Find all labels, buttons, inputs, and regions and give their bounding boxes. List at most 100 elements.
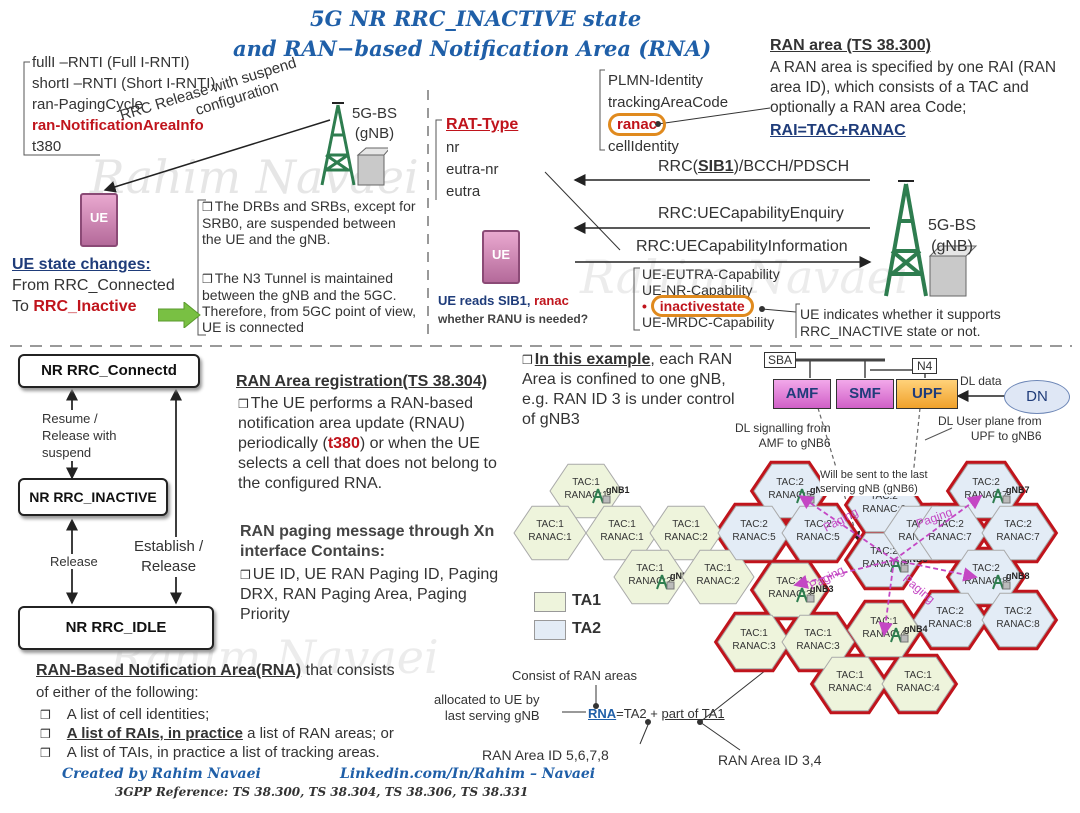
cap-field: UE-MRDC-Capability [642, 314, 775, 330]
gnb-label: gNB2 [670, 571, 694, 581]
hex-cell-ranac: RANAC:8 [996, 619, 1040, 630]
gnb-tower-icon [796, 587, 808, 603]
sib1-field: cellIdentity [608, 138, 679, 155]
rna-formula-eq: =TA2 + [616, 706, 662, 721]
dl-data-label: DL data [960, 374, 1002, 388]
hex-cell-tac: TAC:2 [936, 606, 964, 617]
dn-node: DN [1004, 380, 1070, 414]
footer-reference: 3GPP Reference: TS 38.300, TS 38.304, TS… [115, 785, 529, 799]
rna-consist-label: Consist of RAN areas [512, 668, 637, 683]
suspend-param: ran-PagingCycle [32, 96, 143, 113]
dn-label: DN [1026, 388, 1048, 405]
msg-sib1-prefix: RRC( [658, 158, 698, 175]
hex-cell-ranac: RANAC:1 [600, 532, 644, 543]
example-text: ❒In this example, each RAN Area is confi… [522, 351, 735, 428]
gnb-label: gNB4 [904, 624, 928, 634]
hex-cell-ranac: RANAC:1 [564, 490, 608, 501]
suspend-param: shortI –RNTI (Short I-RNTI) [32, 75, 216, 92]
gnb-label: gNB7 [1006, 485, 1030, 495]
legend-ta1-label: TA1 [572, 592, 602, 609]
hex-cell-shape [981, 505, 1055, 561]
sib1-field-ranac: ranac [608, 113, 728, 136]
hex-cell-ranac: RANAC:7 [996, 532, 1040, 543]
hex-cell-shape [613, 549, 687, 605]
rat-type-item: eutra [446, 183, 481, 200]
hex-cell-tac: TAC:2 [870, 491, 898, 502]
rna-ids-right: RAN Area ID 3,4 [718, 752, 822, 768]
hex-cell-tac: TAC:2 [776, 477, 804, 488]
hex-cell-ranac: RANAC:2 [664, 532, 708, 543]
msg-cap-enquiry: RRC:UECapabilityEnquiry [658, 205, 844, 222]
will-be-sent-label: Will be sent to the last serving gNB (gN… [820, 468, 928, 496]
gnb-tower-icon [656, 574, 668, 590]
hex-cell-ranac: RANAC:5 [732, 532, 776, 543]
hex-cell-tac: TAC:1 [536, 519, 564, 530]
inactivestate-ring: inactivestate [650, 295, 754, 317]
gnb-label: gNB1 [606, 485, 630, 495]
paging-arrow [878, 559, 895, 637]
hex-cell-tac: TAC:2 [936, 519, 964, 530]
ran-area-heading: RAN area (TS 38.300) [770, 37, 931, 54]
hex-cell-ranac: RANAC:4 [828, 683, 872, 694]
hex-cell-tac: TAC:2 [972, 563, 1000, 574]
hex-cell-tac: TAC:2 [804, 519, 832, 530]
hex-cell-shape [781, 505, 855, 561]
hex-cell-ranac: RANAC:8 [928, 619, 972, 630]
ue-indicates-line2: RRC_INACTIVE state or not. [800, 323, 981, 339]
paging-text-body: UE ID, UE RAN Paging ID, Paging DRX, RAN… [240, 566, 499, 623]
rna-def-item2-bold: A list of RAIs, in practice [66, 725, 243, 742]
rat-type-list: nr eutra-nr eutra [446, 137, 499, 203]
n4-label: N4 [912, 358, 938, 374]
hex-cell-shape [881, 656, 955, 712]
sib1-field: PLMN-Identity [608, 72, 704, 89]
legend-ta1-swatch [534, 592, 566, 612]
rna-def-line2: of either of the following: [36, 684, 199, 701]
ue-indicates-line1: UE indicates whether it supports [800, 306, 1001, 322]
ran-reg-t380: t380 [327, 435, 360, 452]
tower-icon [884, 180, 978, 297]
rat-type-item: eutra-nr [446, 161, 499, 178]
rna-def-item1: ❒A list of cell identities; [40, 706, 210, 723]
hex-cell-tac: TAC:1 [870, 616, 898, 627]
dl-user-plane-label: DL User plane from UPF to gNB6 [938, 414, 1042, 443]
hex-cell-tac: TAC:1 [804, 628, 832, 639]
rna-def-item1-text: A list of cell identities; [66, 706, 210, 723]
rna-def-heading-bold: RAN-Based Notification Area(RNA) [36, 662, 302, 679]
ran-reg-text-a: The UE performs a RAN-based notification… [238, 395, 474, 452]
sib1-field: trackingAreaCode [608, 94, 729, 111]
ue-state-heading: UE state changes: [12, 256, 151, 273]
example-heading: In this example [534, 351, 651, 368]
ue-reads-line1: UE reads SIB1, ranac [438, 293, 569, 308]
arrow-right-icon [158, 302, 201, 328]
ranac-ring: ranac [608, 113, 667, 136]
rat-type-heading: RAT-Type [446, 116, 519, 133]
rna-formula: RNA=TA2 + part of TA1 [588, 706, 725, 721]
gnb-right-label: 5G-BS (gNB) [928, 215, 976, 257]
ue-reads-ranac: ranac [534, 293, 569, 308]
hex-cell-tac: TAC:2 [870, 546, 898, 557]
suspend-note-2: ❒The N3 Tunnel is maintained between the… [202, 270, 416, 335]
gnb-right-line2: (gNB) [931, 238, 973, 255]
hex-cell-ranac: RANAC:6 [862, 504, 906, 515]
amf-node: AMF [773, 379, 831, 409]
rna-formula-part: part of TA1 [661, 706, 725, 721]
ran-reg-heading: RAN Area registration(TS 38.304) [236, 373, 488, 390]
ran-reg-text-b: ) or when the UE selects a cell that doe… [238, 435, 497, 492]
footer-created: Created by Rahim Navaei [62, 766, 261, 782]
rat-type-item: nr [446, 139, 460, 156]
rna-ids-left: RAN Area ID 5,6,7,8 [482, 747, 609, 763]
gnb-tower-icon [890, 627, 902, 643]
hex-cell-tac: TAC:1 [704, 563, 732, 574]
tower-icon [320, 102, 388, 186]
rna-formula-rna: RNA [588, 706, 617, 721]
suspend-param-highlight: ran-NotificationAreaInfo [32, 117, 204, 134]
hex-cell-tac: TAC:1 [740, 628, 768, 639]
paging-arrow [893, 559, 978, 582]
